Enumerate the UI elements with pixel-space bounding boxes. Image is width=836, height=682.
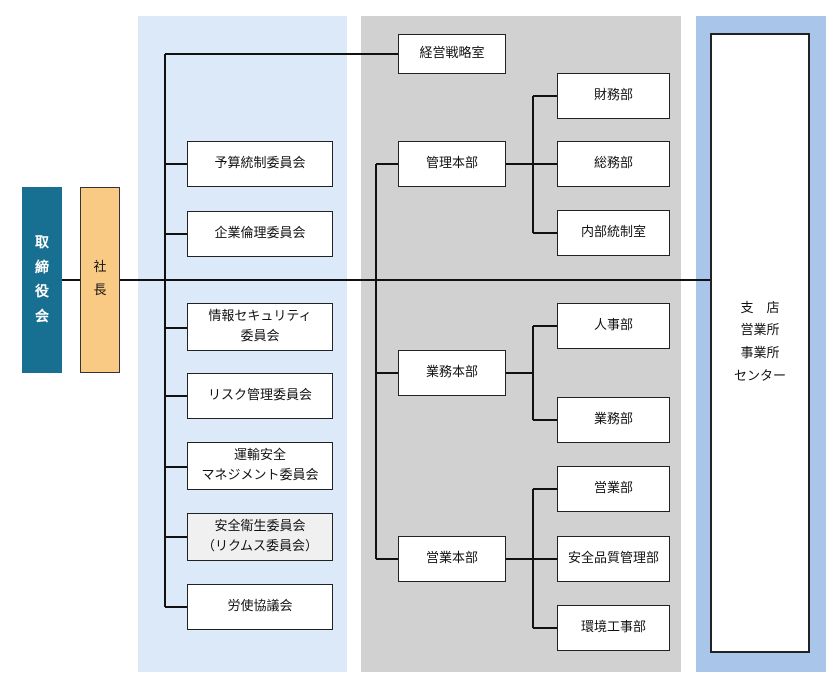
committee-risk-management: リスク管理委員会 [187, 373, 333, 419]
department-operations: 業務部 [557, 397, 670, 443]
department-sales: 営業部 [557, 466, 670, 512]
committee-labor-management: 労使協議会 [187, 584, 333, 630]
division-sales: 営業本部 [398, 536, 506, 582]
department-finance: 財務部 [557, 73, 670, 119]
department-human-resources: 人事部 [557, 303, 670, 349]
committee-health-safety: 安全衛生委員会 （リクムス委員会） [187, 513, 333, 561]
branch-offices-box: 支 店 営業所 事業所 センター [710, 33, 810, 653]
department-safety-quality: 安全品質管理部 [557, 536, 670, 582]
committee-transport-safety: 運輸安全 マネジメント委員会 [187, 442, 333, 490]
president-box: 社 長 [80, 187, 120, 373]
board-of-directors-box: 取 締 役 会 [22, 187, 62, 373]
division-management: 管理本部 [398, 141, 506, 187]
committee-information-security: 情報セキュリティ 委員会 [187, 303, 333, 351]
department-general-affairs: 総務部 [557, 141, 670, 187]
committee-budget-control: 予算統制委員会 [187, 141, 333, 187]
department-internal-control: 内部統制室 [557, 210, 670, 256]
division-business: 業務本部 [398, 350, 506, 396]
committee-corporate-ethics: 企業倫理委員会 [187, 211, 333, 257]
strategy-office-box: 経営戦略室 [398, 34, 506, 74]
department-environmental-works: 環境工事部 [557, 605, 670, 651]
